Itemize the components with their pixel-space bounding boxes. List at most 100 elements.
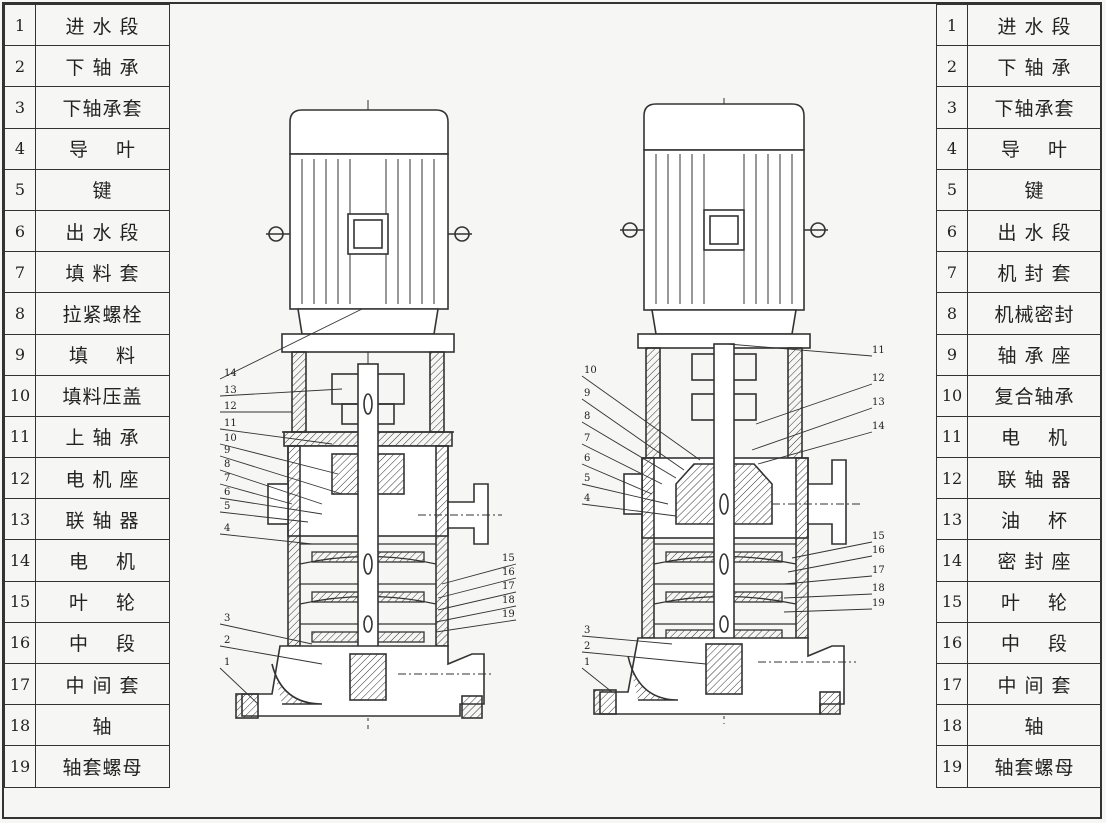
part-number: 12: [4, 457, 36, 500]
part-name: 联 轴 器: [967, 457, 1102, 500]
callout-number: 7: [584, 433, 590, 444]
part-number: 16: [4, 621, 36, 665]
callout-number: 2: [224, 635, 230, 646]
callout-number: 5: [224, 501, 230, 512]
part-name: 轴: [967, 704, 1102, 747]
callout-number: 4: [224, 523, 230, 534]
part-name: 导 叶: [35, 127, 170, 170]
callout-number: 1: [224, 657, 230, 668]
part-name: 下 轴 承: [35, 45, 170, 88]
part-name: 进 水 段: [35, 3, 170, 47]
callout-number: 16: [502, 567, 515, 578]
callout-number: 4: [584, 493, 590, 504]
part-number: 4: [4, 127, 36, 170]
callout-number: 18: [502, 595, 515, 606]
part-number: 2: [936, 45, 968, 88]
part-name: 拉紧螺栓: [35, 292, 170, 335]
callout-number: 2: [584, 641, 590, 652]
part-name: 键: [35, 168, 170, 211]
part-name: 下轴承套: [35, 86, 170, 129]
part-name: 油 杯: [967, 498, 1102, 541]
callout-number: 18: [872, 583, 885, 594]
part-number: 10: [936, 374, 968, 417]
part-name: 中 段: [35, 621, 170, 665]
callout-number: 12: [224, 401, 237, 412]
part-name: 填 料 套: [35, 251, 170, 294]
part-name: 电 机: [35, 539, 170, 582]
part-number: 15: [936, 580, 968, 623]
part-name: 密 封 座: [967, 539, 1102, 582]
part-name: 出 水 段: [35, 209, 170, 253]
part-name: 轴套螺母: [35, 745, 170, 788]
part-number: 2: [4, 45, 36, 88]
part-number: 8: [936, 292, 968, 335]
left-motor: [266, 109, 472, 353]
part-number: 12: [936, 457, 968, 500]
part-number: 3: [4, 86, 36, 129]
callout-number: 7: [224, 473, 230, 484]
callout-number: 5: [584, 473, 590, 484]
part-number: 15: [4, 580, 36, 623]
part-number: 10: [4, 374, 36, 417]
part-number: 8: [4, 292, 36, 335]
part-name: 填料压盖: [35, 374, 170, 417]
part-number: 7: [936, 251, 968, 294]
callout-number: 3: [584, 625, 590, 636]
part-name: 填 料: [35, 333, 170, 376]
part-number: 14: [4, 539, 36, 582]
part-name: 复合轴承: [967, 374, 1102, 417]
part-number: 14: [936, 539, 968, 582]
part-number: 1: [4, 3, 36, 47]
part-name: 下 轴 承: [967, 45, 1102, 88]
callout-number: 12: [872, 373, 885, 384]
callout-number: 3: [224, 613, 230, 624]
part-name: 叶 轮: [35, 580, 170, 623]
callout-number: 8: [224, 459, 230, 470]
callout-number: 11: [872, 345, 885, 356]
part-number: 4: [936, 127, 968, 170]
part-number: 17: [936, 662, 968, 706]
part-name: 上 轴 承: [35, 415, 170, 459]
part-number: 17: [4, 662, 36, 706]
part-name: 中 间 套: [35, 662, 170, 706]
callout-number: 1: [584, 657, 590, 668]
part-number: 3: [936, 86, 968, 129]
part-name: 叶 轮: [967, 580, 1102, 623]
part-name: 进 水 段: [967, 3, 1102, 47]
part-number: 7: [4, 251, 36, 294]
part-name: 电 机: [967, 415, 1102, 459]
